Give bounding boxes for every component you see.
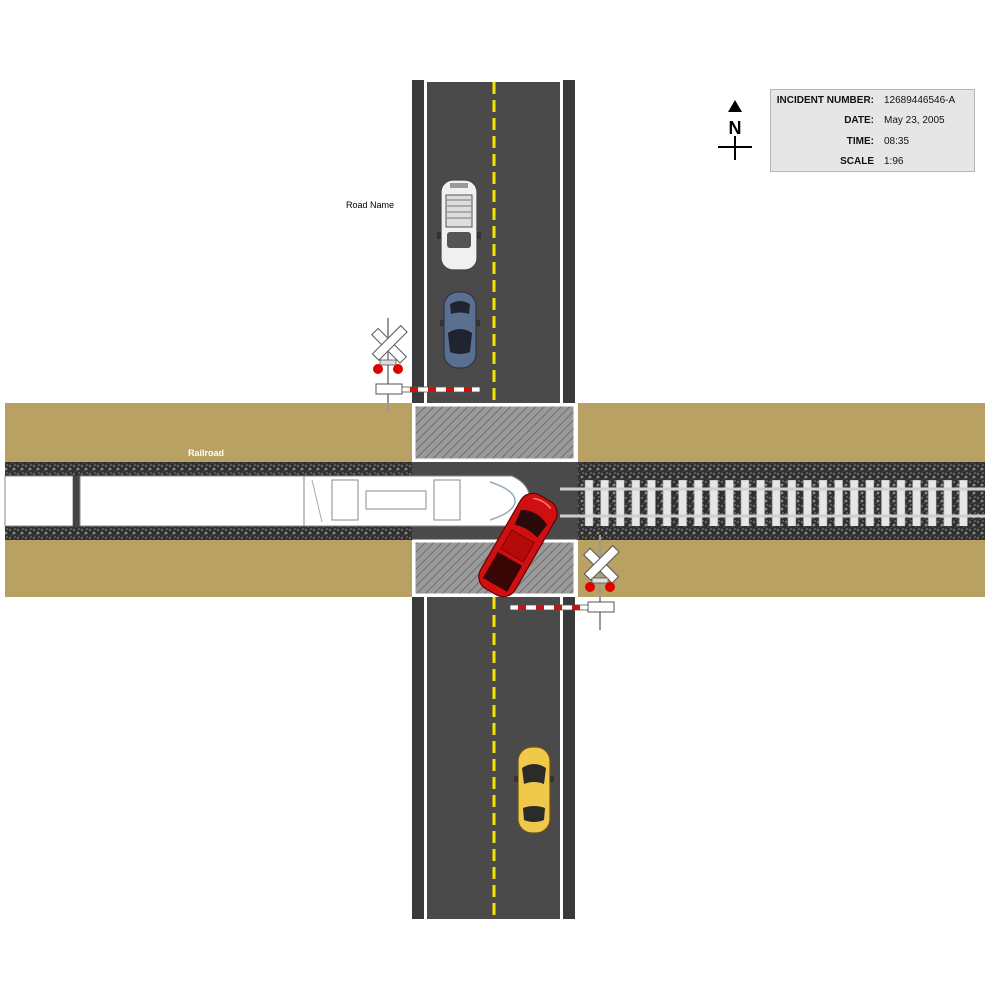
north-arrow-icon	[718, 100, 752, 160]
locomotive-windshield	[489, 481, 516, 521]
blue-car	[440, 291, 480, 369]
time-row: TIME: 08:35	[771, 136, 976, 150]
train-car-1	[4, 475, 74, 527]
locomotive-stripe	[311, 479, 323, 523]
crossing-gate-icon	[375, 383, 481, 395]
rail-ties	[583, 480, 968, 526]
train-coupler	[73, 476, 80, 526]
railroad-label: Railroad	[188, 448, 224, 458]
incident-number-row: INCIDENT NUMBER: 12689446546-A	[771, 95, 976, 109]
red-car	[478, 492, 558, 598]
time-value: 08:35	[884, 136, 910, 147]
time-key: TIME:	[846, 136, 874, 147]
road-edge-west-north	[412, 80, 424, 403]
road-edge-west-south	[412, 597, 424, 919]
crossing-gate-icon	[509, 601, 615, 613]
locomotive-vent-1	[331, 479, 359, 521]
road-edge-east-south	[563, 597, 575, 919]
crossing-pad-north	[412, 403, 577, 462]
incident-info-box: INCIDENT NUMBER: 12689446546-A DATE: May…	[770, 89, 975, 172]
yellow-car	[514, 746, 554, 834]
road-edge-east-north	[563, 80, 575, 403]
road-name-label: Road Name	[346, 200, 394, 210]
locomotive-vent-3	[433, 479, 461, 521]
scale-row: SCALE 1:96	[771, 156, 976, 170]
train	[4, 475, 531, 527]
train-car-2	[79, 475, 305, 527]
railroad-crossing-sign-icon	[371, 318, 408, 412]
north-label: N	[729, 118, 742, 138]
date-row: DATE: May 23, 2005	[771, 115, 976, 129]
date-value: May 23, 2005	[884, 115, 945, 126]
incident-number-key: INCIDENT NUMBER:	[776, 95, 874, 106]
incident-number-value: 12689446546-A	[884, 95, 956, 106]
locomotive-vent-2	[365, 490, 427, 510]
white-suv	[437, 179, 481, 271]
date-key: DATE:	[844, 115, 874, 126]
scale-value: 1:96	[884, 156, 904, 167]
railroad-crossing-sign-icon	[583, 535, 620, 630]
scale-key: SCALE	[840, 156, 874, 167]
